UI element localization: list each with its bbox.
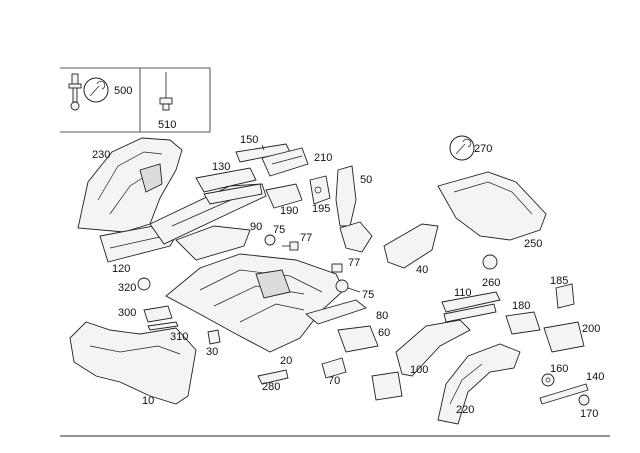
label-20: 20 (280, 355, 292, 367)
label-280: 280 (262, 381, 280, 393)
label-300: 300 (118, 307, 136, 319)
part-30-clip[interactable] (207, 329, 221, 345)
label-320: 320 (118, 282, 136, 294)
label-230: 230 (92, 149, 110, 161)
part-10-bulkhead[interactable] (69, 321, 197, 405)
part-230-wheel-housing[interactable] (77, 137, 183, 233)
part-70[interactable] (321, 357, 347, 379)
label-170: 170 (580, 408, 598, 420)
inset-box: 500 510 (60, 67, 211, 133)
part-130[interactable] (195, 167, 263, 205)
label-70: 70 (328, 375, 340, 387)
part-300-plate[interactable] (143, 305, 173, 323)
label-270: 270 (474, 143, 492, 155)
label-200: 200 (582, 323, 600, 335)
part-40[interactable] (383, 223, 439, 269)
part-77-bolt-upper[interactable] (282, 241, 299, 251)
part-160-washer[interactable] (541, 373, 555, 387)
part-220-rear-wheel-housing[interactable] (437, 343, 521, 425)
part-190[interactable] (265, 183, 303, 209)
label-40: 40 (416, 264, 428, 276)
part-80-crossmember[interactable] (305, 299, 367, 325)
label-60: 60 (378, 327, 390, 339)
label-160: 160 (550, 363, 568, 375)
part-270-spare-wheel-well[interactable] (437, 171, 547, 241)
part-90[interactable] (175, 225, 251, 261)
label-195: 195 (312, 203, 330, 215)
part-185[interactable] (555, 283, 575, 309)
label-80: 80 (376, 310, 388, 322)
part-210[interactable] (261, 147, 309, 177)
label-180: 180 (512, 300, 530, 312)
label-77-upper: 77 (300, 232, 312, 244)
part-rear-bracket[interactable] (371, 371, 403, 401)
label-30: 30 (206, 346, 218, 358)
label-50: 50 (360, 174, 372, 186)
part-75-bolt-upper[interactable] (264, 234, 276, 246)
part-195-bracket[interactable] (309, 175, 331, 205)
label-120: 120 (112, 263, 130, 275)
wrench-icon (449, 135, 475, 161)
label-90: 90 (250, 221, 262, 233)
label-77-lower: 77 (348, 257, 360, 269)
label-185: 185 (550, 275, 568, 287)
part-140-strut[interactable] (539, 383, 589, 405)
label-510: 510 (158, 119, 176, 131)
part-60[interactable] (337, 325, 379, 353)
part-110[interactable] (441, 291, 501, 323)
long-bolt-part[interactable] (159, 72, 173, 111)
label-10: 10 (142, 395, 154, 407)
label-500: 500 (114, 85, 132, 97)
label-130: 130 (212, 161, 230, 173)
label-310: 310 (170, 331, 188, 343)
label-75-lower: 75 (362, 289, 374, 301)
part-320-bolt[interactable] (137, 277, 151, 291)
label-75-upper: 75 (273, 224, 285, 236)
part-100-rear-member[interactable] (395, 319, 471, 377)
part-170-bolt[interactable] (578, 394, 590, 406)
part-280[interactable] (257, 369, 289, 385)
label-150: 150 (240, 134, 258, 146)
part-75-bolt-lower[interactable] (335, 279, 361, 293)
wrench-icon (83, 77, 109, 103)
label-140: 140 (586, 371, 604, 383)
label-250: 250 (524, 238, 542, 250)
part-310-rod[interactable] (147, 321, 179, 331)
label-220: 220 (456, 404, 474, 416)
part-200[interactable] (543, 321, 585, 353)
part-180[interactable] (505, 311, 541, 335)
label-100: 100 (410, 364, 428, 376)
label-210: 210 (314, 152, 332, 164)
part-50-pillar[interactable] (335, 165, 373, 253)
label-110: 110 (454, 287, 472, 299)
label-260: 260 (482, 277, 500, 289)
label-190: 190 (280, 205, 298, 217)
part-77-bolt-lower[interactable] (331, 263, 343, 273)
part-260-plug[interactable] (482, 254, 498, 270)
part-20-floor-pan[interactable] (165, 253, 345, 353)
bolt-washer-part[interactable] (68, 73, 82, 111)
